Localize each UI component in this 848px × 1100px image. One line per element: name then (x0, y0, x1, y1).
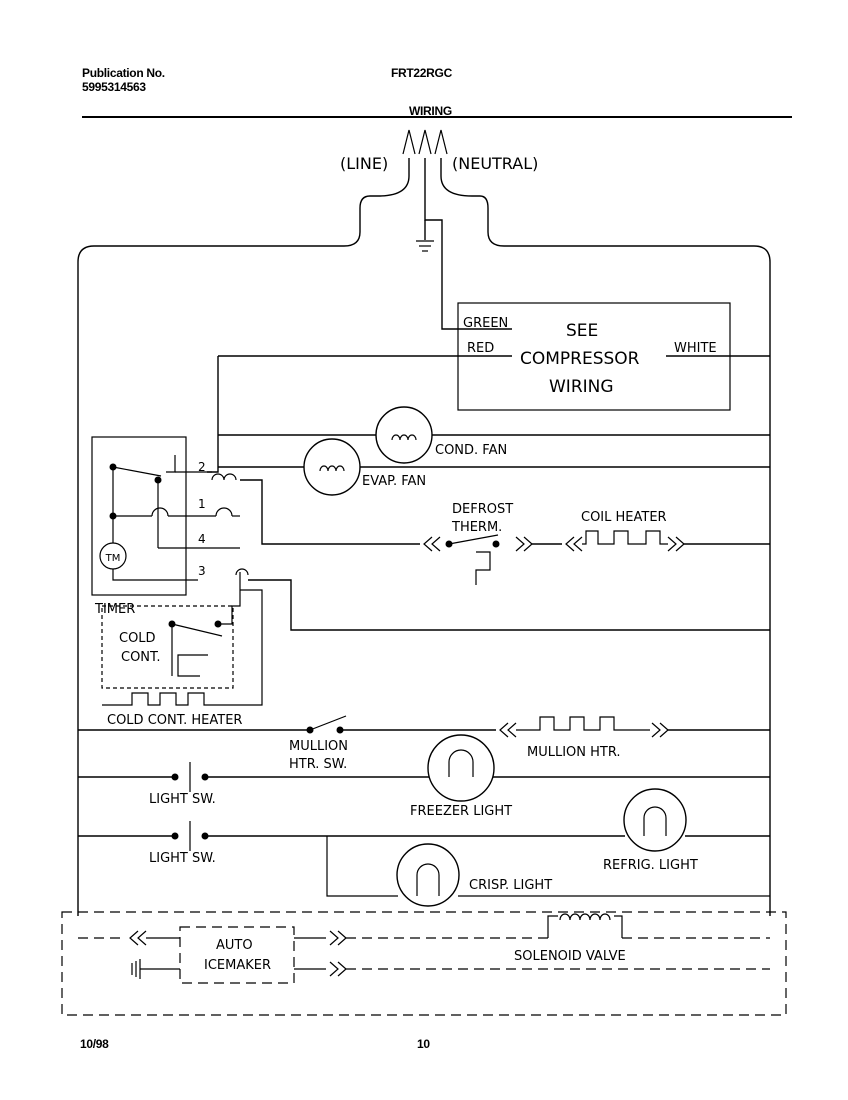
evap-fan-label: EVAP. FAN (362, 474, 426, 489)
light-switch-contact (201, 832, 209, 840)
freezer-light-label: FREEZER LIGHT (410, 804, 512, 819)
refrig-light-filament-icon (643, 806, 667, 836)
cold-control-box (101, 605, 234, 689)
evap-fan-coil-icon (319, 465, 345, 472)
freezer-light-filament-icon (448, 749, 474, 777)
publication-label: Publication No. (82, 66, 165, 80)
section-title: WIRING (409, 104, 452, 118)
coil-heater-icon (582, 530, 668, 545)
mullion-heater-label: MULLION HTR. (527, 745, 621, 760)
crisp-light-filament-icon (416, 863, 440, 896)
light-switch-2-label: LIGHT SW. (149, 851, 216, 866)
compressor-name-label: COMPRESSOR (520, 349, 640, 369)
connector-icon (515, 536, 533, 552)
cold-control-blade (171, 623, 223, 637)
auto-label: AUTO (216, 938, 253, 953)
footer-date: 10/98 (80, 1037, 109, 1051)
timer-label: TIMER (94, 602, 135, 617)
light-switch-contact (201, 773, 209, 781)
defrost-therm-sensor (475, 551, 491, 585)
connector-icon (129, 930, 147, 946)
connector-icon (329, 930, 347, 946)
timer-switch-blade (112, 466, 162, 477)
defrost-therm-contact (492, 540, 500, 548)
refrig-light-bulb-icon (623, 788, 687, 852)
icemaker-box (179, 926, 295, 984)
connector-icon (329, 961, 347, 977)
mullion-switch-blade (309, 715, 347, 731)
power-plug (77, 129, 771, 916)
cold-control-heater-icon (102, 692, 228, 706)
cond-fan-label: COND. FAN (435, 443, 507, 458)
connector-icon (667, 536, 685, 552)
terminal-4-label: 4 (198, 532, 206, 546)
icemaker-label: ICEMAKER (204, 958, 271, 973)
crisp-light-label: CRISP. LIGHT (469, 878, 552, 893)
light-switch-contact (171, 832, 179, 840)
green-label: GREEN (463, 316, 508, 331)
white-label: WHITE (674, 341, 717, 356)
model-number: FRT22RGC (391, 66, 452, 80)
neutral-label: (NEUTRAL) (452, 154, 538, 173)
cond-fan-motor-icon (375, 406, 433, 464)
cold-label: COLD (119, 631, 156, 646)
mullion-switch-label: MULLION (289, 739, 348, 754)
cont-label: CONT. (121, 650, 161, 665)
light-switch-1-label: LIGHT SW. (149, 792, 216, 807)
connector-icon (565, 536, 583, 552)
page-number: 10 (417, 1037, 430, 1051)
therm-label: THERM. (451, 520, 502, 535)
terminal-1-label: 1 (198, 497, 206, 511)
red-label: RED (467, 341, 494, 356)
line-label: (LINE) (340, 154, 388, 173)
terminal-3-label: 3 (198, 564, 206, 578)
publication-number: 5995314563 (82, 80, 146, 94)
evap-fan-motor-icon (303, 438, 361, 496)
htr-sw-label: HTR. SW. (289, 757, 347, 772)
solenoid-valve-label: SOLENOID VALVE (514, 949, 626, 964)
connector-icon (651, 722, 669, 738)
connector-icon (423, 536, 441, 552)
cold-control-heater-label: COLD CONT. HEATER (107, 713, 242, 728)
terminal-2-label: 2 (198, 460, 206, 474)
defrost-therm-blade (448, 534, 499, 545)
compressor-wiring-label: WIRING (549, 377, 614, 397)
solenoid-valve-coil-icon (559, 913, 611, 921)
light-switch-contact (171, 773, 179, 781)
freezer-light-bulb-icon (427, 734, 495, 802)
defrost-label: DEFROST (452, 502, 513, 517)
icemaker-optional-box (61, 911, 787, 1016)
ground-icon (416, 240, 434, 252)
connector-icon (499, 722, 517, 738)
mullion-heater-icon (516, 716, 650, 731)
ground-symbol-icon (131, 959, 141, 979)
solenoid-valve-bracket (547, 915, 623, 938)
crisp-light-bulb-icon (396, 843, 460, 907)
refrig-light-label: REFRIG. LIGHT (603, 858, 698, 873)
cond-fan-coil-icon (391, 434, 417, 441)
compressor-see-label: SEE (566, 321, 598, 341)
timer-motor-label: TM (105, 553, 121, 564)
coil-heater-label: COIL HEATER (581, 510, 667, 525)
